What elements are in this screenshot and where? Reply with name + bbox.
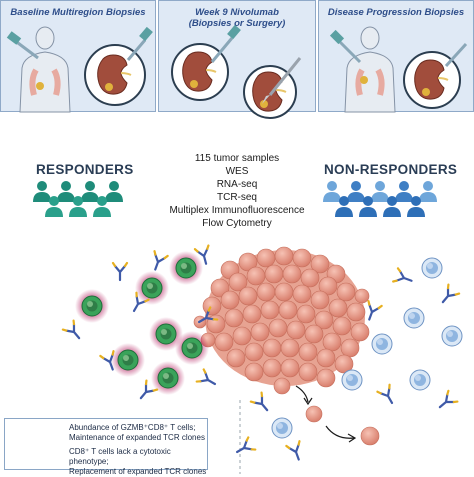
sample-list: 115 tumor samples WES RNA-seq TCR-seq Mu… — [154, 152, 320, 230]
kidney-icon — [84, 44, 146, 106]
patient-figure-2 — [344, 26, 396, 113]
tumor-cell-icon — [305, 405, 380, 446]
sample-item: TCR-seq — [216, 192, 257, 203]
legend-row-2-line2: Replacement of expanded TCR clones — [69, 467, 207, 476]
sample-item: RNA-seq — [216, 179, 258, 190]
patient-figure-1 — [19, 26, 71, 113]
banner-week9-title-line2: (Biopsies or Surgery) — [188, 18, 286, 29]
syringe-icon — [126, 26, 153, 61]
legend-row-1: Abundance of GZMB⁺CD8⁺ T cells; Maintena… — [69, 423, 205, 443]
legend-box: Abundance of GZMB⁺CD8⁺ T cells; Maintena… — [4, 418, 208, 476]
scalpel-icon — [262, 57, 302, 104]
syringe-icon — [329, 29, 362, 64]
legend-row-2-line1: CD8⁺ T cells lack a cytotoxic phenotype; — [69, 447, 171, 466]
sample-item: Flow Cytometry — [202, 218, 272, 229]
sample-item: Multiplex Immunofluorescence — [169, 205, 305, 216]
banner-progression-title: Disease Progression Biopsies — [327, 7, 465, 18]
non-responders-people-icon — [323, 181, 437, 217]
legend-row-1-line1: Abundance of GZMB⁺CD8⁺ T cells; — [69, 423, 196, 432]
syringe-icon — [444, 42, 468, 68]
non-responders-label: NON-RESPONDERS — [324, 162, 458, 177]
banner-baseline-title: Baseline Multiregion Biopsies — [10, 7, 146, 18]
t-cell-icon-cluster-green — [74, 250, 210, 396]
sample-item: 115 tumor samples — [194, 153, 280, 164]
syringe-icon — [6, 31, 39, 60]
legend-row-1-line2: Maintenance of expanded TCR clones — [69, 433, 205, 442]
sample-item: WES — [225, 166, 249, 177]
legend-row-2: CD8⁺ T cells lack a cytotoxic phenotype;… — [69, 447, 207, 477]
banner-week9-title: Week 9 Nivolumab (Biopsies or Surgery) — [159, 7, 315, 29]
tumor-mass — [193, 246, 370, 395]
banner-week9-title-line1: Week 9 Nivolumab — [195, 7, 279, 18]
responders-label: RESPONDERS — [36, 162, 134, 177]
arrow-icon — [295, 385, 357, 443]
syringe-icon — [210, 24, 241, 63]
responders-people-icon — [33, 181, 123, 217]
